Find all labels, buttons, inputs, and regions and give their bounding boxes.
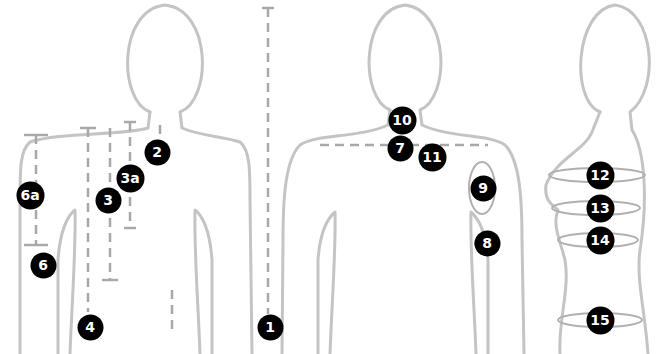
callout-circle: 2 <box>144 139 171 166</box>
callout-circle: 15 <box>586 306 615 335</box>
callout-disc-shape <box>418 143 446 171</box>
callout-number: 3 <box>103 193 113 207</box>
callout-number: 10 <box>392 113 411 127</box>
callout-circle: 14 <box>586 226 615 255</box>
callout-number: 4 <box>85 320 95 334</box>
callout-circle: 3 <box>95 187 122 214</box>
callout-circle: 8 <box>474 230 501 257</box>
callout-number: 9 <box>478 181 488 195</box>
callout-disc-shape <box>586 194 614 222</box>
callout-number: 6 <box>38 258 48 272</box>
callout-circle: 12 <box>586 161 615 190</box>
callout-number: 14 <box>590 233 609 247</box>
callout-circle: 10 <box>388 106 417 135</box>
callout-disc-shape <box>257 314 283 340</box>
callout-circle: 9 <box>470 175 497 202</box>
callout-disc-shape <box>144 139 170 165</box>
callout-circle: 11 <box>418 143 447 172</box>
callout-disc-shape <box>387 135 413 161</box>
callout-disc-shape <box>95 187 121 213</box>
callout-circle: 1 <box>257 314 284 341</box>
callout-number: 3a <box>120 171 139 185</box>
callout-number: 7 <box>395 141 405 155</box>
callout-disc-shape <box>586 226 614 254</box>
callout-disc-shape <box>474 230 500 256</box>
callout-number: 8 <box>482 236 492 250</box>
callout-circle: 6 <box>30 252 57 279</box>
callout-number: 12 <box>590 168 609 182</box>
callout-number: 2 <box>152 145 162 159</box>
callout-disc-shape <box>116 164 144 192</box>
front-outline <box>128 5 252 354</box>
callout-disc-shape <box>77 314 103 340</box>
callout-disc-shape <box>470 175 496 201</box>
callout-circle: 13 <box>586 194 615 223</box>
callout-number: 13 <box>590 201 609 215</box>
callout-number: 6a <box>20 188 39 202</box>
callout-number: 11 <box>422 150 441 164</box>
callout-circle: 7 <box>387 135 414 162</box>
callout-circle: 4 <box>77 314 104 341</box>
front-arm-gap <box>58 210 75 354</box>
callout-number: 1 <box>265 320 275 334</box>
callout-circle: 6a <box>16 181 45 210</box>
callout-disc-shape <box>586 161 614 189</box>
callout-number: 15 <box>590 313 609 327</box>
callout-disc-shape <box>586 306 614 334</box>
callout-disc-shape <box>388 106 416 134</box>
callout-disc-shape <box>30 252 56 278</box>
callout-circle: 3a <box>116 164 145 193</box>
callout-disc-shape <box>16 181 44 209</box>
